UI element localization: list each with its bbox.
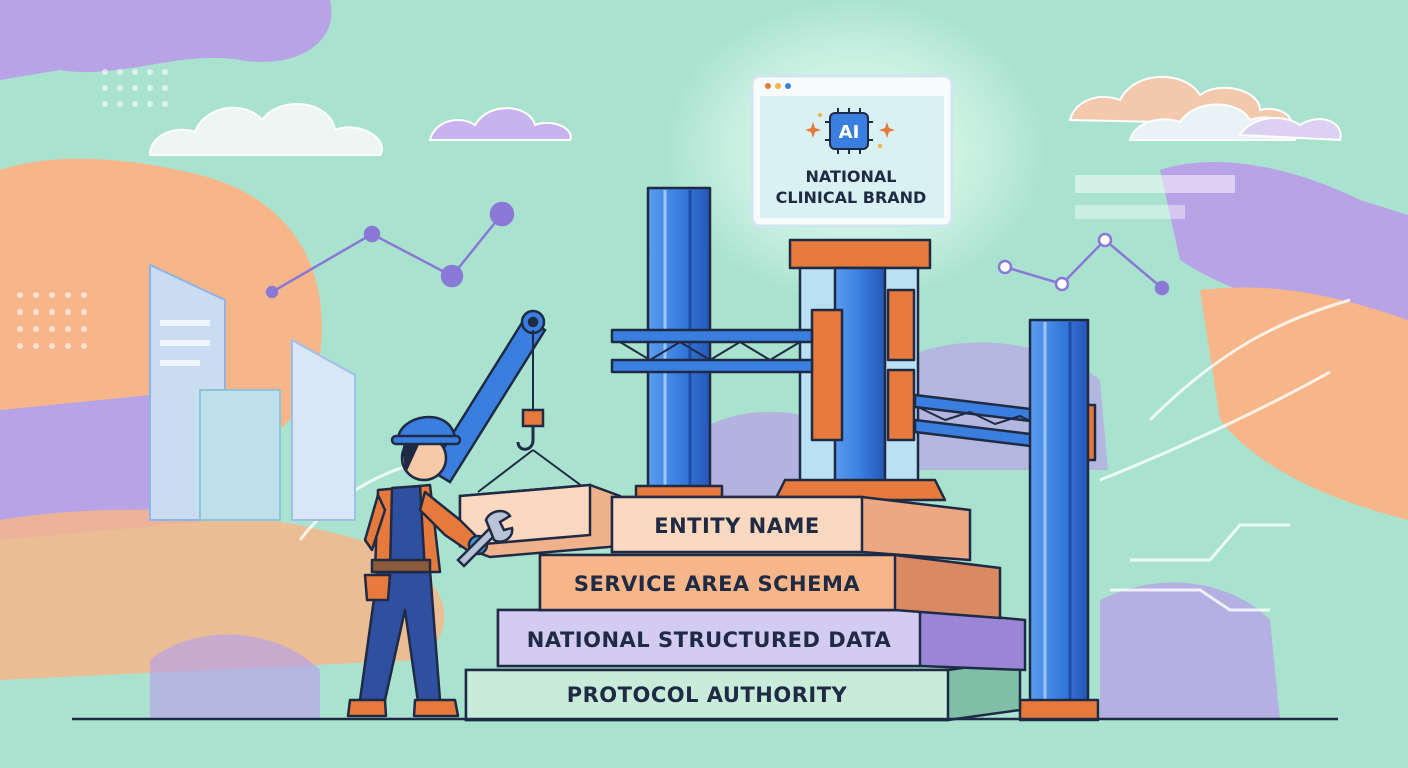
screen-title-line2: CLINICAL BRAND <box>776 188 927 207</box>
ai-chip-icon: AI <box>825 108 873 154</box>
ai-chip-label: AI <box>839 122 860 143</box>
crane-arm <box>428 309 547 484</box>
block-labels: ENTITY NAME SERVICE AREA SCHEMA NATIONAL… <box>527 514 892 707</box>
block-service-area-schema <box>538 553 897 612</box>
block-label: ENTITY NAME <box>654 514 819 538</box>
sparkle-icon <box>805 113 895 148</box>
crane-hook-icon <box>477 426 591 493</box>
block-stack <box>464 495 1027 722</box>
hard-hat-icon <box>390 415 462 446</box>
block-label: NATIONAL STRUCTURED DATA <box>527 628 892 652</box>
background-buildings <box>149 175 1235 521</box>
block-national-structured-data <box>496 608 922 668</box>
block-label: SERVICE AREA SCHEMA <box>574 572 860 596</box>
wrench-icon <box>456 509 514 568</box>
line-graph-decoration <box>265 201 1170 299</box>
screen-title-line1: NATIONAL <box>806 167 897 186</box>
steel-frame <box>610 186 1100 722</box>
construction-worker <box>346 434 489 718</box>
block-entity-name <box>610 495 864 554</box>
dot-pattern <box>17 69 168 349</box>
block-label: PROTOCOL AUTHORITY <box>567 683 848 707</box>
ai-brand-screen: AI NATIONAL CLINICAL BRAND <box>750 74 954 228</box>
cloud-icon <box>148 75 1342 156</box>
